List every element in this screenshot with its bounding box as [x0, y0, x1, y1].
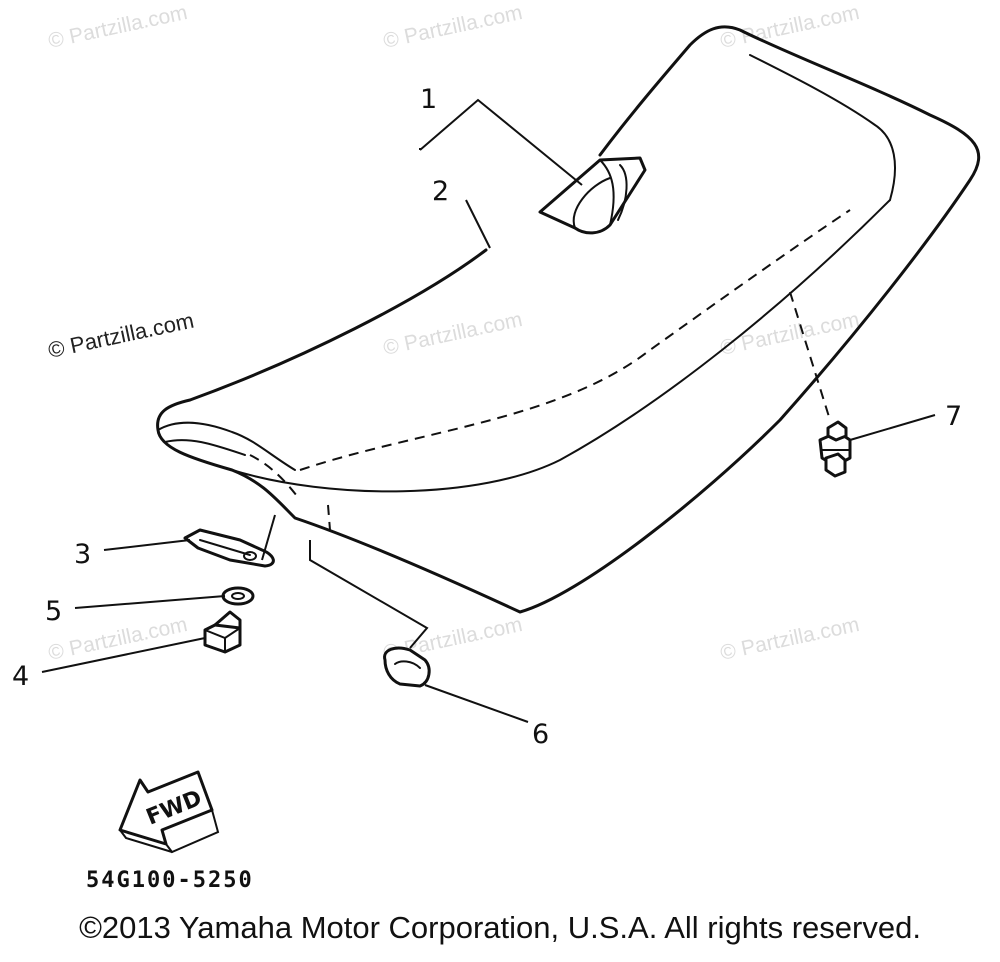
leader-6: [424, 684, 529, 723]
callout-6: 6: [532, 719, 549, 750]
seat-surface-edge: [231, 199, 891, 493]
part-5-washer: [221, 586, 255, 606]
seat-outline: [156, 25, 981, 614]
watermark: © Partzilla.com: [718, 1, 861, 53]
seat-nose: [157, 421, 296, 471]
leader-2: [465, 199, 491, 249]
callout-2: 2: [432, 176, 449, 207]
part-3-bracket: [183, 528, 275, 568]
leader-lines: [41, 98, 936, 723]
fwd-arrow: FWD: [118, 770, 220, 854]
diagram-code: 54G100-5250: [86, 868, 254, 893]
leader-5: [74, 595, 226, 609]
callout-5: 5: [45, 596, 62, 627]
watermark: © Partzilla.com: [46, 1, 189, 53]
leader-1: [419, 98, 583, 186]
fwd-arrow-icon: [118, 770, 214, 846]
callout-numbers: 1 2 3 5 4 6 7: [12, 84, 962, 750]
callout-1: 1: [420, 84, 437, 115]
part-4-bolt: [203, 610, 242, 654]
hidden-line-bolt-7: [789, 291, 831, 421]
callout-4: 4: [12, 661, 29, 692]
part-7-bolt: [818, 420, 852, 478]
copyright-notice: ©2013 Yamaha Motor Corporation, U.S.A. A…: [79, 910, 921, 945]
watermark-layer: © Partzilla.com © Partzilla.com © Partzi…: [46, 1, 862, 665]
callout-7: 7: [945, 401, 962, 432]
leader-7: [849, 414, 936, 441]
watermark: © Partzilla.com: [718, 613, 861, 665]
watermark-dark: © Partzilla.com: [46, 308, 196, 363]
seat-strap: [538, 156, 647, 235]
watermark: © Partzilla.com: [381, 1, 524, 53]
seat-nose-groove: [164, 439, 246, 456]
hidden-line-bracket: [327, 504, 331, 531]
seat-body: [156, 25, 981, 614]
watermark: © Partzilla.com: [381, 308, 524, 360]
leader-4: [41, 637, 206, 673]
seat-nose-dashed: [249, 454, 301, 501]
seat-base-dashed: [299, 209, 851, 471]
seat-rear-seam: [749, 54, 896, 201]
callout-3: 3: [74, 539, 91, 570]
leader-3: [103, 539, 191, 551]
part-6-nut: [383, 646, 431, 688]
